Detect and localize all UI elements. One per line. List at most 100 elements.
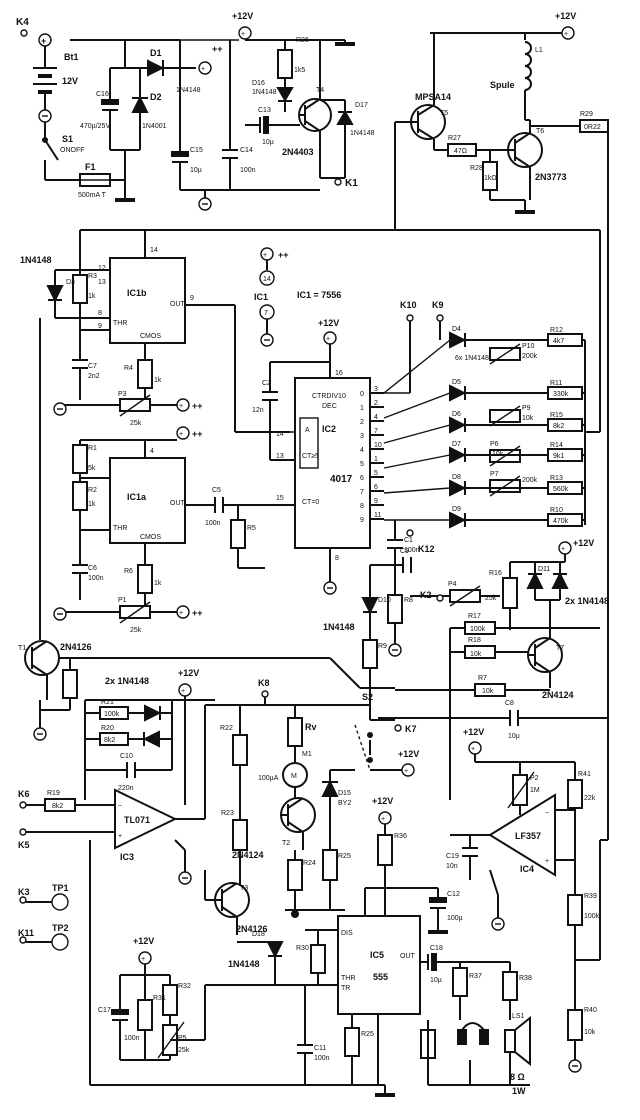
svg-text:5k: 5k xyxy=(88,465,96,472)
bank-resistor-label: R11 xyxy=(550,380,562,387)
svg-text:15: 15 xyxy=(276,495,284,502)
svg-text:2x 1N4148: 2x 1N4148 xyxy=(105,676,149,686)
svg-text:R4: R4 xyxy=(124,365,133,372)
bank-diode-label: D9 xyxy=(452,506,461,513)
svg-text:K10: K10 xyxy=(400,300,417,310)
svg-text:C7: C7 xyxy=(88,363,97,370)
svg-text:+: + xyxy=(241,31,245,38)
svg-text:R37: R37 xyxy=(469,973,482,980)
svg-text:+: + xyxy=(181,688,185,695)
svg-text:++: ++ xyxy=(192,608,203,618)
svg-text:P9: P9 xyxy=(522,405,531,412)
svg-text:470µ/25V: 470µ/25V xyxy=(80,123,110,130)
trimmer-p6: P6 10k xyxy=(489,441,521,467)
svg-text:8k2: 8k2 xyxy=(104,737,115,744)
svg-text:R27: R27 xyxy=(448,135,461,142)
plusplus-terminal-p3 xyxy=(176,398,190,412)
svg-text:D1: D1 xyxy=(150,48,162,58)
svg-text:R5: R5 xyxy=(247,525,256,532)
svg-text:1M: 1M xyxy=(530,787,540,794)
coil-driver-section: + +12V L1 Spule MPSA14 T5 R27 47Ω R28 1k… xyxy=(394,11,609,840)
resistor-r41 xyxy=(567,779,583,809)
k11-terminal xyxy=(19,936,27,944)
svg-text:7: 7 xyxy=(264,310,268,317)
svg-text:TP1: TP1 xyxy=(52,883,69,893)
ic2-output-index: 8 xyxy=(360,503,364,510)
diode-d1 xyxy=(147,59,165,77)
svg-text:+12V: +12V xyxy=(555,11,576,21)
diode-d13 xyxy=(144,704,162,722)
svg-text:10k: 10k xyxy=(522,415,534,422)
k10-terminal xyxy=(406,314,414,322)
svg-text:22k: 22k xyxy=(584,795,596,802)
svg-text:D16: D16 xyxy=(252,80,265,87)
ic1a-chip xyxy=(109,457,186,544)
svg-text:CMOS: CMOS xyxy=(140,333,161,340)
svg-text:1k: 1k xyxy=(88,293,96,300)
bank-diode xyxy=(449,479,467,497)
svg-text:2N3773: 2N3773 xyxy=(535,172,567,182)
svg-text:THR: THR xyxy=(113,320,127,327)
ic2-output-pin: 10 xyxy=(374,442,382,449)
ic4-section: + +12V P2 1M LF357 IC4 − + C19 10n R41 xyxy=(446,727,608,1073)
svg-text:K1: K1 xyxy=(345,178,358,189)
k4-label: K4 xyxy=(16,17,29,28)
svg-text:P1: P1 xyxy=(118,597,127,604)
svg-text:+: + xyxy=(381,816,385,823)
k8-terminal xyxy=(261,690,269,698)
svg-text:IC1 = 7556: IC1 = 7556 xyxy=(297,290,341,300)
svg-text:R40: R40 xyxy=(584,1007,597,1014)
diode-d17 xyxy=(336,110,354,125)
bank-diode-label: D4 xyxy=(452,326,461,333)
svg-text:100n: 100n xyxy=(314,1055,330,1062)
svg-text:1k: 1k xyxy=(88,501,96,508)
svg-text:+12V: +12V xyxy=(178,668,199,678)
svg-text:220n: 220n xyxy=(118,785,134,792)
resistor-r33 xyxy=(344,1027,360,1057)
ic4-opamp xyxy=(488,793,556,877)
transistor-t1 xyxy=(24,640,60,676)
svg-text:500mA T: 500mA T xyxy=(78,192,107,199)
svg-text:K2: K2 xyxy=(420,590,432,600)
svg-text:LF357: LF357 xyxy=(515,831,541,841)
diode-d16 xyxy=(276,87,294,102)
diode-d18 xyxy=(266,941,284,959)
svg-text:R29: R29 xyxy=(580,111,593,118)
svg-text:P7: P7 xyxy=(490,471,499,478)
diode-d15 xyxy=(321,779,339,797)
svg-text:K5: K5 xyxy=(18,840,30,850)
resistor-r24 xyxy=(287,859,303,891)
diode-d10 xyxy=(361,597,379,615)
svg-text:R6: R6 xyxy=(124,568,133,575)
svg-text:+: + xyxy=(404,768,408,775)
svg-text:TP2: TP2 xyxy=(52,923,69,933)
svg-text:100n: 100n xyxy=(404,547,420,554)
svg-text:TR: TR xyxy=(341,985,350,992)
svg-text:2N4124: 2N4124 xyxy=(542,690,574,700)
inductor-l1 xyxy=(524,41,532,91)
bank-wire xyxy=(383,487,451,494)
ic2-output-pin: 9 xyxy=(374,498,378,505)
svg-text:C16: C16 xyxy=(96,91,109,98)
svg-text:1N4148: 1N4148 xyxy=(176,87,201,94)
capacitor-c17 xyxy=(111,1009,129,1015)
t1-section: T1 2N4126 xyxy=(18,318,395,741)
svg-text:47Ω: 47Ω xyxy=(454,148,467,155)
tp1-testpoint xyxy=(51,893,69,911)
svg-text:10n: 10n xyxy=(446,863,458,870)
svg-text:100n: 100n xyxy=(240,167,256,174)
svg-text:+12V: +12V xyxy=(372,796,393,806)
svg-text:+: + xyxy=(471,746,475,753)
svg-text:IC1: IC1 xyxy=(254,292,268,302)
resistor-r3 xyxy=(72,274,88,304)
ic2-output-index: 5 xyxy=(360,461,364,468)
svg-text:C2: C2 xyxy=(262,380,271,387)
svg-text:LS1: LS1 xyxy=(512,1013,525,1020)
bank-wire xyxy=(383,392,451,419)
bank-diode-label: D8 xyxy=(452,474,461,481)
meter-section: K8 S2 K7 + +12V R22 Rv M M1 100µA xyxy=(204,678,419,986)
svg-text:THR: THR xyxy=(113,525,127,532)
